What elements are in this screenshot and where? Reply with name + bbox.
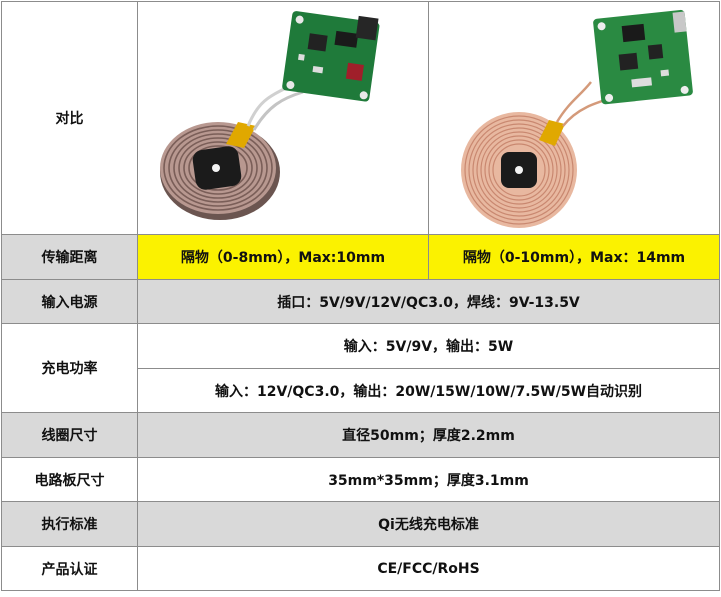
row-distance: 传输距离 隔物（0-8mm），Max:10mm 隔物（0-10mm），Max：1… (1, 234, 720, 280)
row-coil-size: 线圈尺寸 直径50mm；厚度2.2mm (1, 412, 720, 458)
row-compare: 对比 (1, 1, 720, 235)
row-charge-power-2: 输入：12V/QC3.0，输出：20W/15W/10W/7.5W/5W自动识别 (2, 368, 720, 413)
coil-size-value: 直径50mm；厚度2.2mm (137, 412, 720, 458)
row-certification: 产品认证 CE/FCC/RoHS (1, 546, 720, 591)
label-distance: 传输距离 (1, 234, 138, 280)
charger-module-right-image (461, 9, 693, 228)
charge-power-line1: 输入：5V/9V，输出：5W (137, 323, 720, 369)
label-charge-power: 充电功率 (1, 323, 138, 413)
product-photo-left (139, 3, 428, 234)
distance-right: 隔物（0-10mm），Max：14mm (428, 234, 720, 280)
label-coil-size: 线圈尺寸 (1, 412, 138, 458)
charge-power-line2: 输入：12V/QC3.0，输出：20W/15W/10W/7.5W/5W自动识别 (137, 368, 720, 413)
label-compare: 对比 (1, 1, 138, 235)
standard-value: Qi无线充电标准 (137, 501, 720, 547)
charger-module-left-image (160, 11, 380, 220)
photo-left-cell (137, 1, 429, 235)
label-certification: 产品认证 (1, 546, 138, 591)
row-charge-power-1: 充电功率 输入：5V/9V，输出：5W (1, 323, 720, 413)
label-board-size: 电路板尺寸 (1, 457, 138, 502)
board-size-value: 35mm*35mm；厚度3.1mm (137, 457, 720, 502)
distance-left: 隔物（0-8mm），Max:10mm (137, 234, 429, 280)
row-standard: 执行标准 Qi无线充电标准 (1, 501, 720, 547)
certification-value: CE/FCC/RoHS (137, 546, 720, 591)
photo-right-cell (428, 1, 720, 235)
row-input-power: 输入电源 插口：5V/9V/12V/QC3.0，焊线：9V-13.5V (1, 279, 720, 324)
product-photo-right (430, 3, 719, 234)
row-board-size: 电路板尺寸 35mm*35mm；厚度3.1mm (1, 457, 720, 502)
label-standard: 执行标准 (1, 501, 138, 547)
input-power-value: 插口：5V/9V/12V/QC3.0，焊线：9V-13.5V (137, 279, 720, 324)
label-input-power: 输入电源 (1, 279, 138, 324)
